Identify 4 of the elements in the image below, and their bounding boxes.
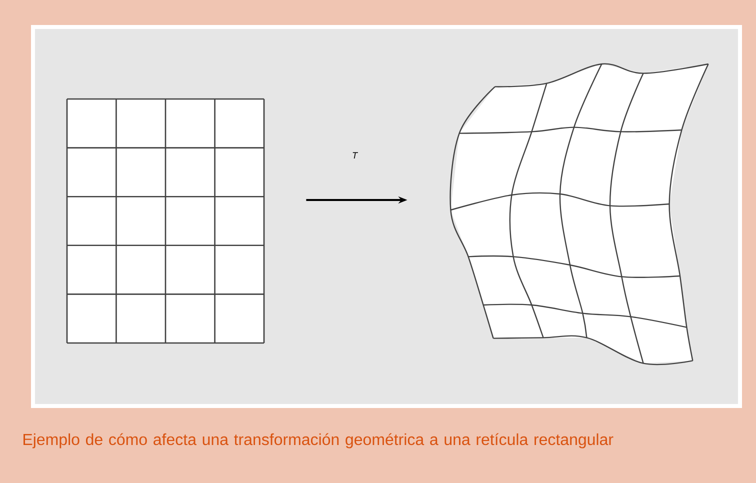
caption: Ejemplo de cómo afecta una transformación geométrica a una retícula rectangular bbox=[24, 433, 614, 448]
edge-label: T bbox=[352, 152, 358, 158]
rectangular-grid-drawing bbox=[66, 98, 265, 344]
warped-grid-drawing bbox=[450, 63, 709, 366]
